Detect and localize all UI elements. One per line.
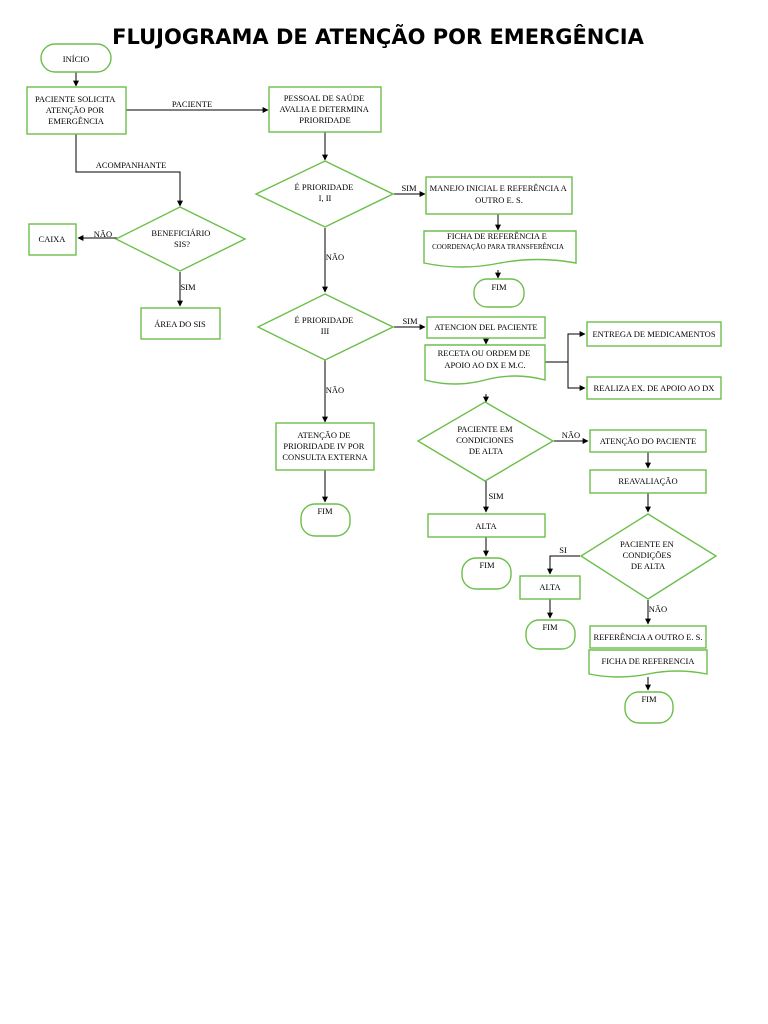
node-label: ATENÇÃO DE PRIORIDADE IV POR CONSULTA EX… — [282, 430, 368, 462]
decision-paciente-condiciones: PACIENTE EM CONDICIONES DE ALTA — [416, 401, 555, 482]
node-realiza-ex: REALIZA EX. DE APOIO AO DX — [586, 376, 722, 400]
label-nao-final: NÃO — [649, 604, 667, 614]
node-label: FIM — [317, 506, 333, 516]
arrow-receta-realiza — [567, 362, 586, 391]
node-label: PACIENTE EM CONDICIONES DE ALTA — [456, 424, 516, 456]
document-receta: RECETA OU ORDEM DE APOIO AO DX E M.C. — [424, 344, 546, 385]
node-atencao-prioridade-4: ATENÇÃO DE PRIORIDADE IV POR CONSULTA EX… — [275, 422, 375, 471]
decision-paciente-condicoes: PACIENTE EN CONDIÇÕES DE ALTA — [579, 513, 718, 600]
label-nao-1: NÃO — [326, 252, 344, 262]
connectors — [73, 72, 651, 691]
node-label: É PRIORIDADE I, II — [295, 182, 356, 203]
node-referencia-outro: REFERÊNCIA A OUTRO E. S. — [589, 625, 707, 649]
node-label: RECETA OU ORDEM DE APOIO AO DX E M.C. — [438, 348, 533, 370]
node-label: BENEFICIÁRIO SIS? — [151, 228, 212, 249]
node-label: REALIZA EX. DE APOIO AO DX — [594, 383, 715, 393]
node-label: FIM — [479, 560, 495, 570]
node-alta-2: ALTA — [519, 575, 581, 600]
node-area-sis: ÁREA DO SIS — [140, 307, 221, 340]
page-title: FLUJOGRAMA DE ATENÇÃO POR EMERGÊNCIA — [112, 24, 644, 49]
node-label: PACIENTE SOLICITA ATENÇÃO POR EMERGÊNCIA — [35, 94, 117, 126]
node-fim-1: FIM — [473, 278, 525, 308]
node-atencao-paciente: ATENÇÃO DO PACIENTE — [589, 429, 707, 453]
node-atencion-paciente: ATENCION DEL PACIENTE — [426, 316, 546, 339]
node-label: FIM — [491, 282, 507, 292]
label-nao-3: NÃO — [326, 385, 344, 395]
node-label: CAIXA — [39, 234, 67, 244]
node-caixa: CAIXA — [28, 223, 77, 256]
decision-prioridade-3: É PRIORIDADE III — [256, 293, 395, 361]
node-label: ATENCION DEL PACIENTE — [434, 322, 537, 332]
node-label: PACIENTE EN CONDIÇÕES DE ALTA — [620, 539, 676, 571]
label-si: SI — [559, 545, 567, 555]
node-label: FICHA DE REFERÊNCIA E COORDENAÇÃO PARA T… — [432, 231, 564, 251]
node-label: FIM — [542, 622, 558, 632]
decision-beneficiario-sis: BENEFICIÁRIO SIS? — [114, 206, 247, 272]
node-fim-4: FIM — [525, 619, 576, 650]
arrow-acompanhante — [75, 134, 183, 207]
node-reavaliacao: REAVALIAÇÃO — [589, 469, 707, 494]
decision-prioridade-1-2: É PRIORIDADE I, II — [254, 160, 395, 228]
label-acompanhante: ACOMPANHANTE — [96, 160, 167, 170]
node-label: FIM — [641, 694, 657, 704]
edge-labels: PACIENTE ACOMPANHANTE SIM NÃO NÃO SIM SI… — [94, 99, 667, 614]
node-fim-2: FIM — [300, 503, 351, 537]
node-entrega-medicamentos: ENTREGA DE MEDICAMENTOS — [586, 321, 722, 347]
node-paciente-solicita: PACIENTE SOLICITA ATENÇÃO POR EMERGÊNCIA — [26, 86, 127, 135]
node-label: PESSOAL DE SAÚDE AVALIA E DETERMINA PRIO… — [279, 93, 370, 125]
node-label: INÍCIO — [63, 54, 89, 64]
node-pessoal-saude: PESSOAL DE SAÚDE AVALIA E DETERMINA PRIO… — [268, 86, 382, 133]
node-label: ENTREGA DE MEDICAMENTOS — [592, 329, 715, 339]
arrow-si-alta — [547, 555, 580, 575]
node-label: ÁREA DO SIS — [154, 319, 206, 329]
node-label: ALTA — [475, 521, 497, 531]
node-label: MANEJO INICIAL E REFERÊNCIA A OUTRO E. S… — [430, 183, 569, 205]
arrow-receta-entrega — [545, 331, 586, 363]
label-sim-3: SIM — [402, 316, 418, 326]
label-sim-1: SIM — [401, 183, 417, 193]
label-paciente: PACIENTE — [172, 99, 212, 109]
label-nao-benef: NÃO — [94, 229, 112, 239]
node-label: FICHA DE REFERENCIA — [601, 656, 695, 666]
label-sim-benef: SIM — [180, 282, 196, 292]
document-ficha-referencia-coordenacao: FICHA DE REFERÊNCIA E COORDENAÇÃO PARA T… — [423, 230, 577, 268]
node-fim-3: FIM — [461, 557, 512, 590]
node-label: É PRIORIDADE III — [295, 315, 356, 336]
node-label: REFERÊNCIA A OUTRO E. S. — [593, 632, 702, 642]
node-inicio: INÍCIO — [40, 43, 112, 73]
node-label: REAVALIAÇÃO — [618, 476, 677, 486]
node-manejo-inicial: MANEJO INICIAL E REFERÊNCIA A OUTRO E. S… — [425, 176, 573, 215]
node-alta-1: ALTA — [427, 513, 546, 538]
node-label: ALTA — [539, 582, 561, 592]
node-label: ATENÇÃO DO PACIENTE — [600, 436, 697, 446]
document-ficha-referencia: FICHA DE REFERENCIA — [588, 649, 708, 678]
label-nao-alta: NÃO — [562, 430, 580, 440]
label-sim-alta: SIM — [488, 491, 504, 501]
node-fim-5: FIM — [624, 691, 674, 724]
